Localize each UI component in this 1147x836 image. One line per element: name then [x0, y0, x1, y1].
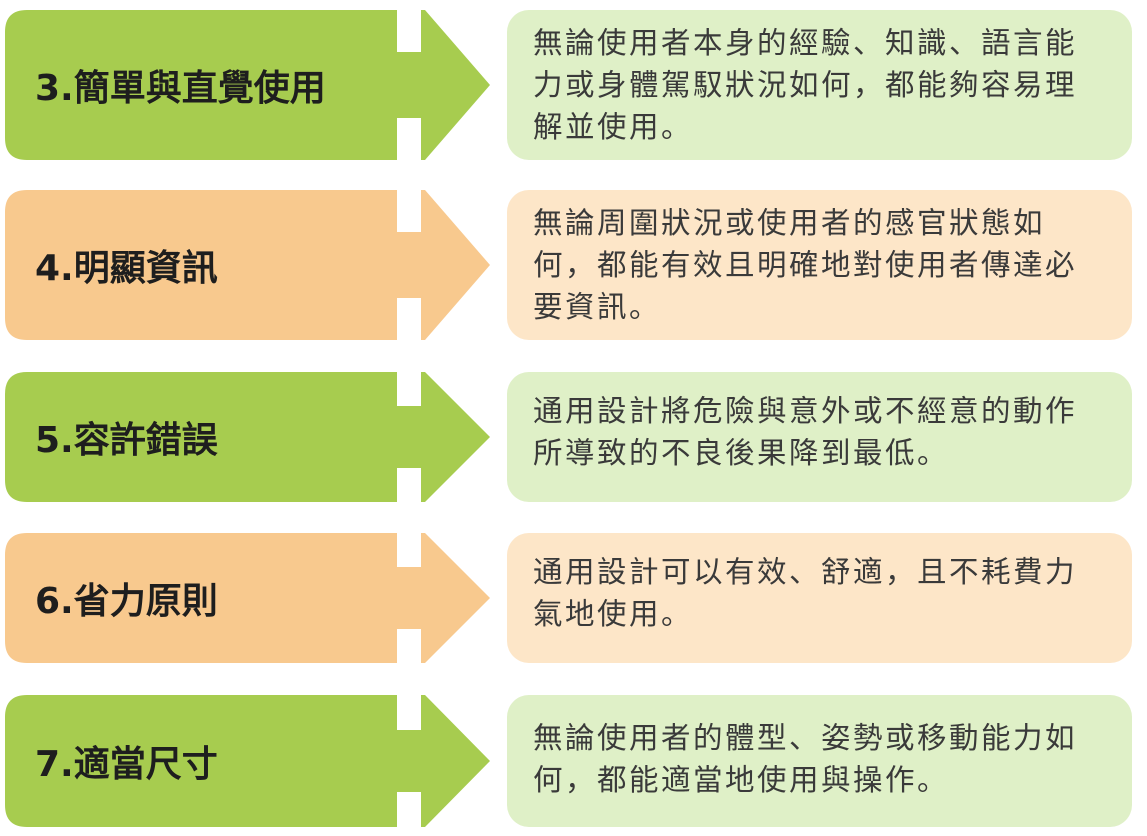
principle-arrow-3: 3.簡單與直覺使用: [5, 10, 490, 160]
arrow-shape: [5, 372, 490, 502]
principle-label: 6.省力原則: [35, 581, 218, 622]
arrow-shape: [5, 695, 490, 827]
principle-label: 4.明顯資訊: [35, 248, 218, 289]
principle-row-5: 5.容許錯誤 通用設計將危險與意外或不經意的動作所導致的不良後果降到最低。: [0, 372, 1147, 502]
principle-description: 通用設計將危險與意外或不經意的動作所導致的不良後果降到最低。: [507, 372, 1132, 502]
principle-row-6: 6.省力原則 通用設計可以有效、舒適，且不耗費力氣地使用。: [0, 533, 1147, 663]
arrow-shape: [5, 10, 490, 160]
principle-arrow-6: 6.省力原則: [5, 533, 490, 663]
principle-description: 通用設計可以有效、舒適，且不耗費力氣地使用。: [507, 533, 1132, 663]
arrow-shape: [5, 190, 490, 340]
arrow-shape: [5, 533, 490, 663]
principle-description: 無論使用者的體型、姿勢或移動能力如何，都能適當地使用與操作。: [507, 695, 1132, 827]
principle-description: 無論使用者本身的經驗、知識、語言能力或身體駕馭狀況如何，都能夠容易理解並使用。: [507, 10, 1132, 160]
principle-arrow-5: 5.容許錯誤: [5, 372, 490, 502]
principle-label: 3.簡單與直覺使用: [35, 68, 326, 109]
principle-arrow-4: 4.明顯資訊: [5, 190, 490, 340]
principle-label: 5.容許錯誤: [35, 420, 218, 461]
principle-label: 7.適當尺寸: [35, 744, 218, 785]
principle-row-3: 3.簡單與直覺使用 無論使用者本身的經驗、知識、語言能力或身體駕馭狀況如何，都能…: [0, 10, 1147, 160]
principle-row-7: 7.適當尺寸 無論使用者的體型、姿勢或移動能力如何，都能適當地使用與操作。: [0, 695, 1147, 827]
principle-row-4: 4.明顯資訊 無論周圍狀況或使用者的感官狀態如何，都能有效且明確地對使用者傳達必…: [0, 190, 1147, 340]
principle-arrow-7: 7.適當尺寸: [5, 695, 490, 827]
principle-description: 無論周圍狀況或使用者的感官狀態如何，都能有效且明確地對使用者傳達必要資訊。: [507, 190, 1132, 340]
